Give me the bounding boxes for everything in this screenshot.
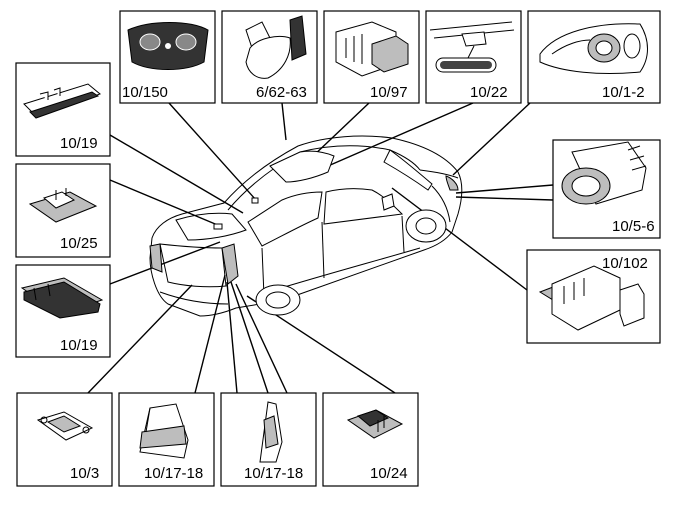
callout-label-left3: 10/19 (60, 337, 98, 354)
leader-lines (87, 102, 554, 394)
callout-box-right1: 10/5-6 (552, 139, 661, 239)
callout-label-right1: 10/5-6 (612, 218, 655, 235)
overhead-console-icon (127, 22, 209, 70)
callout-box-top5: 10/1-2 (527, 10, 661, 104)
callout-label-top2: 6/62-63 (256, 84, 307, 101)
rearview-mirror-icon (429, 21, 515, 73)
high-brake-light-icon (20, 277, 104, 319)
callout-label-bot3: 10/17-18 (244, 465, 303, 482)
lamp-housing-icon (335, 21, 409, 77)
callout-label-bot1: 10/3 (70, 465, 99, 482)
callout-label-bot4: 10/24 (370, 465, 408, 482)
callout-box-bot2: 10/17-18 (118, 392, 215, 487)
side-marker-lamp-icon (538, 265, 645, 331)
headlamp-icon (539, 23, 648, 75)
callout-box-top2: 6/62-63 (221, 10, 318, 104)
callout-label-top5: 10/1-2 (602, 84, 645, 101)
callout-box-left2: 10/25 (15, 163, 111, 258)
door-mirror-icon (245, 15, 307, 79)
callout-box-top1: 10/150 (119, 10, 216, 104)
callout-box-left1: 10/19 (15, 62, 111, 157)
callout-box-bot4: 10/24 (322, 392, 419, 487)
callout-box-left3: 10/19 (15, 264, 111, 358)
callout-label-top3: 10/97 (370, 84, 408, 101)
callout-label-top1: 10/150 (122, 84, 168, 101)
brake-light-bar-icon (23, 83, 102, 119)
fog-lamp-icon (561, 141, 647, 205)
interior-lamp-icon (28, 188, 98, 223)
callout-box-bot3: 10/17-18 (220, 392, 317, 487)
upper-tail-light-icon (259, 401, 283, 463)
callout-label-left2: 10/25 (60, 235, 98, 252)
callout-box-bot1: 10/3 (16, 392, 113, 487)
callout-box-top4: 10/22 (425, 10, 522, 104)
licence-plate-lamp-icon (36, 411, 94, 441)
callout-box-right2: 10/102 (526, 249, 661, 344)
callout-label-bot2: 10/17-18 (144, 465, 203, 482)
courtesy-lamp-icon (346, 409, 404, 439)
callout-label-left1: 10/19 (60, 135, 98, 152)
callout-label-right2: 10/102 (602, 255, 648, 272)
car-illustration (149, 135, 463, 317)
tail-light-icon (139, 403, 189, 459)
callout-label-top4: 10/22 (470, 84, 508, 101)
callout-box-top3: 10/97 (323, 10, 420, 104)
